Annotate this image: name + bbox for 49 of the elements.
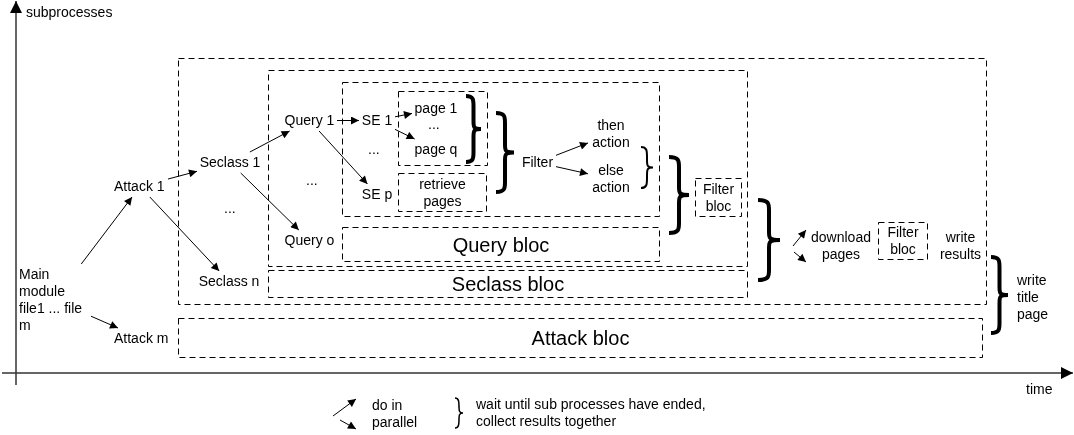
axis-label: subprocesses [26,4,113,21]
ellipsis-label: ... [224,200,236,217]
process-label: Main module file1 ... file m [19,266,89,334]
axis-label: time [1026,381,1053,398]
arrow [394,111,413,119]
arrow [149,196,220,272]
bloc-box: Filter bloc [878,222,928,260]
ellipsis-label: ... [306,172,318,189]
process-label: SE p [361,186,393,203]
arrow [318,130,368,185]
process-label: then action [590,117,632,151]
dashed-box [398,91,488,166]
process-label: download pages [807,229,875,263]
arrow [793,251,807,263]
process-label: Seclass 1 [199,154,261,171]
bloc-box: Query bloc [342,227,660,262]
bloc-box: Seclass bloc [268,270,748,298]
arrow [555,142,589,156]
process-label: Attack m [114,330,170,347]
bloc-box: retrieve pages [398,173,487,212]
process-label: Query o [284,232,335,249]
arrow [394,128,416,140]
process-label: Query 1 [284,112,335,129]
dashed-box [342,82,660,217]
arrow [240,172,300,231]
legend-text: wait until sub processes have ended, collect results together [476,396,706,430]
arrow [336,116,360,125]
arrow [792,229,807,247]
bloc-box: Filter bloc [695,178,742,217]
process-label: Seclass n [198,273,260,290]
process-label: Attack 1 [114,178,166,195]
dashed-box [178,58,987,305]
arrow [249,130,291,153]
process-label: write title page [1017,272,1059,323]
process-label: page 1 [414,100,458,117]
process-label: else action [590,162,632,196]
ellipsis-label: ... [368,141,380,158]
arrow [167,169,198,180]
process-label: page q [414,141,458,158]
process-label: SE 1 [361,112,393,129]
bloc-box: Attack bloc [178,318,983,358]
arrow [90,315,119,329]
ellipsis-label: ... [428,116,440,133]
arrow [555,166,589,176]
arrow [80,196,133,265]
process-label: write results [937,229,984,263]
legend-text: do in parallel [372,397,419,431]
process-label: Filter [521,154,554,171]
dashed-box [268,70,748,267]
